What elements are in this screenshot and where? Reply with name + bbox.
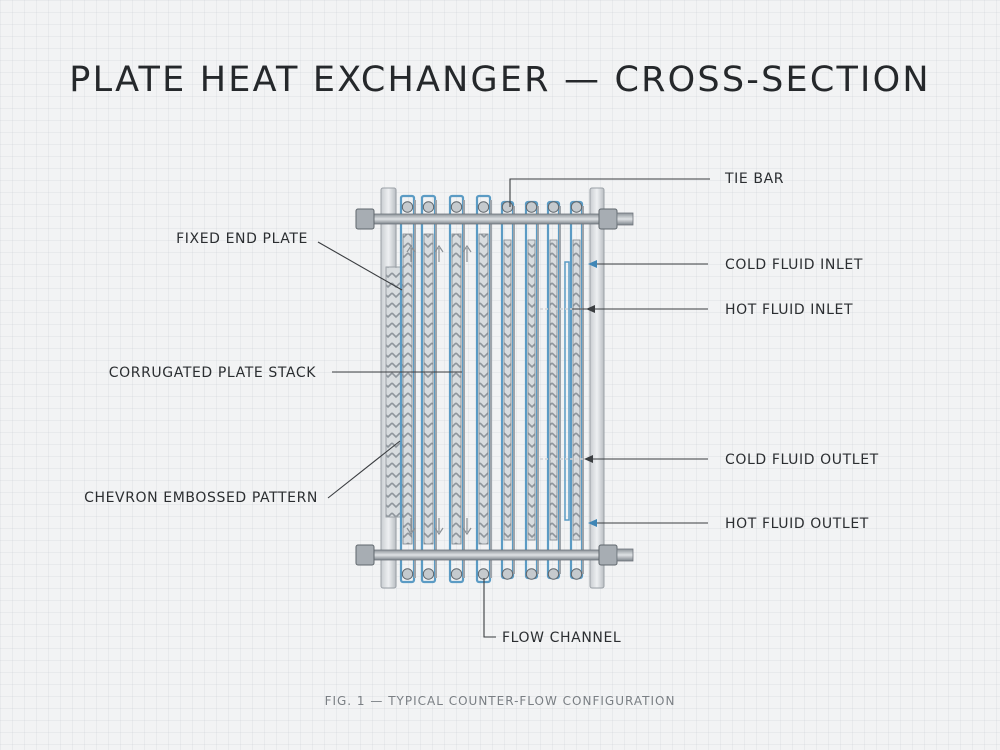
- label-hot-fluid-outlet: HOT FLUID OUTLET: [725, 516, 869, 532]
- plate-edge: [513, 206, 515, 574]
- corrugated-plate: [549, 239, 558, 541]
- corrugated-plate: [402, 233, 413, 545]
- plate-edge: [435, 200, 437, 578]
- plate-edge: [490, 200, 492, 578]
- port-top: [450, 201, 463, 213]
- label-hot-fluid-inlet: HOT FLUID INLET: [725, 302, 854, 318]
- plate-edge: [582, 206, 584, 574]
- corrugated-plate: [527, 239, 536, 541]
- port-bottom: [570, 568, 583, 580]
- port-bottom: [422, 568, 435, 580]
- corrugated-plate: [503, 239, 512, 541]
- port-bottom: [450, 568, 463, 580]
- plate-edge: [463, 200, 465, 578]
- plate-edge: [559, 206, 561, 574]
- corrugated-plate: [478, 233, 489, 545]
- label-cold-fluid-outlet: COLD FLUID OUTLET: [725, 452, 879, 468]
- port-bottom: [547, 568, 560, 580]
- port-top: [525, 201, 538, 213]
- label-flow-channel: FLOW CHANNEL: [502, 630, 622, 646]
- tie-bar-top: [355, 208, 634, 230]
- corrugated-plate: [423, 233, 434, 545]
- corrugated-plate: [572, 239, 581, 541]
- figure-caption: FIG. 1 — TYPICAL COUNTER-FLOW CONFIGURAT…: [324, 694, 676, 708]
- label-chevron-embossed-pattern: CHEVRON EMBOSSED PATTERN: [84, 490, 318, 506]
- port-top: [477, 201, 490, 213]
- port-top: [547, 201, 560, 213]
- port-top: [570, 201, 583, 213]
- plate-edge: [414, 200, 416, 578]
- label-tie-bar: TIE BAR: [725, 171, 785, 187]
- label-fixed-end-plate: FIXED END PLATE: [176, 231, 308, 247]
- plate-edge: [537, 206, 539, 574]
- port-top: [422, 201, 435, 213]
- port-top: [501, 201, 514, 213]
- label-cold-fluid-inlet: COLD FLUID INLET: [725, 257, 863, 273]
- leader-arrowheads: [588, 260, 597, 527]
- label-corrugated-plate-stack: CORRUGATED PLATE STACK: [108, 365, 316, 381]
- port-bottom: [401, 568, 414, 580]
- flow-arrows: [406, 244, 472, 536]
- corrugated-plate: [451, 233, 462, 545]
- page-title: PLATE HEAT EXCHANGER — CROSS-SECTION: [69, 60, 931, 100]
- corrugated-plate-stack-shape: [399, 194, 585, 584]
- tie-bar-bottom: [355, 544, 634, 566]
- port-bottom: [501, 568, 514, 580]
- port-top: [401, 201, 414, 213]
- leader-arrowheads-dark: [584, 305, 595, 463]
- movable-end-plate-shape: [589, 187, 605, 589]
- port-bottom: [525, 568, 538, 580]
- port-bottom: [477, 568, 490, 580]
- side-channel: [564, 261, 570, 521]
